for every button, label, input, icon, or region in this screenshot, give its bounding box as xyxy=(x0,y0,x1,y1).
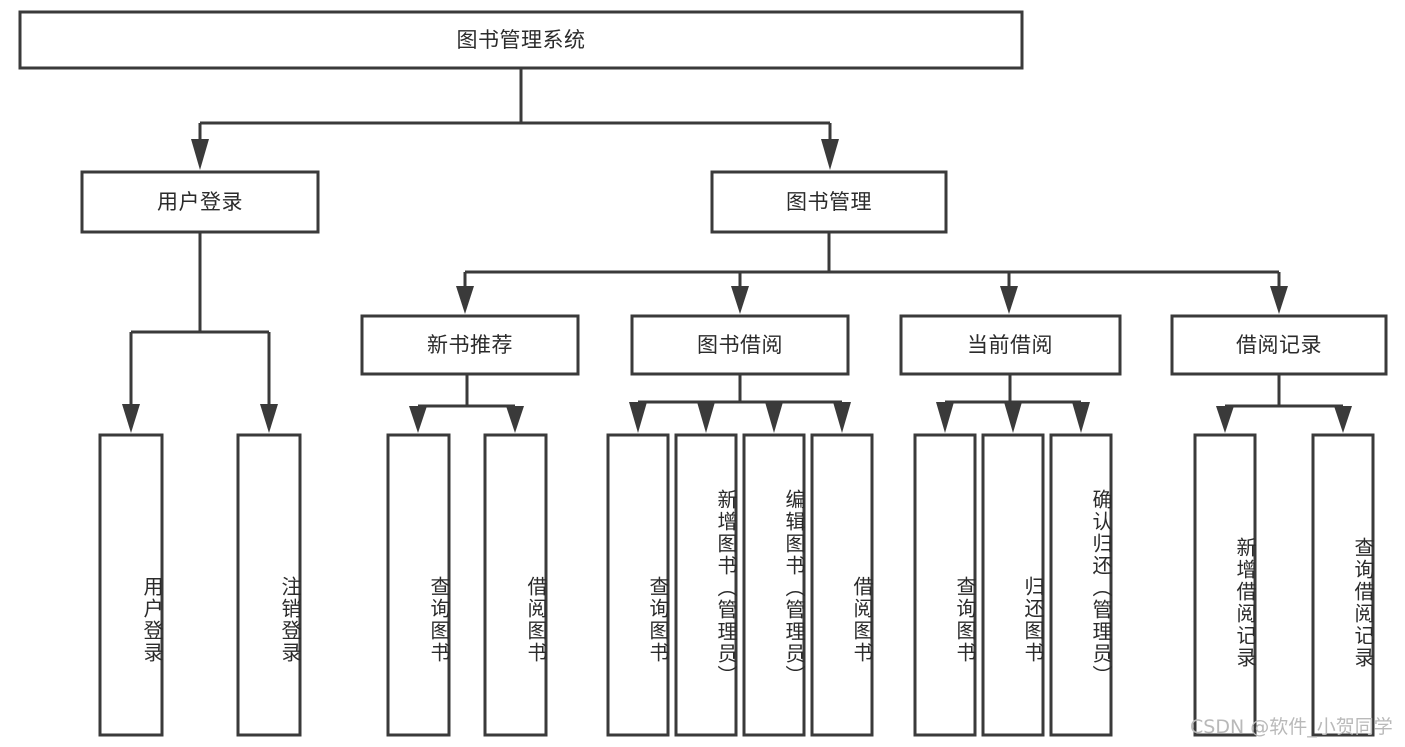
arrowhead-leaf-confirm-return xyxy=(1072,402,1090,433)
arrowhead-leaf-logout xyxy=(260,404,278,433)
node-leaf-add-book-box[interactable] xyxy=(674,433,738,737)
node-leaf-query-book-2-box[interactable] xyxy=(606,433,670,737)
node-current-borrow[interactable]: 当前借阅 xyxy=(899,314,1122,376)
arrowhead-book-borrow xyxy=(731,286,749,314)
node-book-borrow[interactable]: 图书借阅 xyxy=(630,314,850,376)
node-leaf-query-book-3-box[interactable] xyxy=(913,433,977,737)
node-book-manage-label: 图书管理 xyxy=(786,190,872,214)
node-book-borrow-box[interactable] xyxy=(630,314,850,376)
arrowhead-leaf-edit-book xyxy=(765,402,783,433)
node-book-manage[interactable]: 图书管理 xyxy=(710,170,948,234)
node-leaf-return-book-box[interactable] xyxy=(981,433,1045,737)
node-user-login-label: 用户登录 xyxy=(157,190,243,214)
node-current-borrow-box[interactable] xyxy=(899,314,1122,376)
arrowhead-leaf-user-login xyxy=(122,404,140,433)
node-root[interactable]: 图书管理系统 xyxy=(18,10,1024,70)
node-leaf-edit-book-box[interactable] xyxy=(742,433,806,737)
arrowhead-leaf-query-book-2 xyxy=(629,402,647,433)
arrowhead-leaf-query-book-1 xyxy=(409,406,427,433)
arrowhead-new-book-recommend xyxy=(456,286,474,314)
arrowhead-borrow-record xyxy=(1270,286,1288,314)
arrowhead-leaf-borrow-book-1 xyxy=(506,406,524,433)
node-user-login[interactable]: 用户登录 xyxy=(80,170,320,234)
arrowhead-book-manage xyxy=(821,139,839,170)
node-leaf-user-login-box[interactable] xyxy=(98,433,164,737)
node-leaf-logout-box[interactable] xyxy=(236,433,302,737)
node-borrow-record-box[interactable] xyxy=(1170,314,1388,376)
node-leaf-query-book-1-box[interactable] xyxy=(386,433,451,737)
leaf-boxes-layer xyxy=(98,433,1375,737)
node-borrow-record-label: 借阅记录 xyxy=(1236,333,1322,357)
arrowhead-user-login xyxy=(191,139,209,170)
node-leaf-add-record-box[interactable] xyxy=(1193,433,1257,737)
connector-layer xyxy=(122,68,1352,433)
node-current-borrow-label: 当前借阅 xyxy=(967,333,1053,357)
arrowhead-leaf-add-record xyxy=(1216,406,1234,433)
node-leaf-query-record-box[interactable] xyxy=(1311,433,1375,737)
node-root-box[interactable] xyxy=(18,10,1024,70)
node-root-label: 图书管理系统 xyxy=(457,28,586,52)
node-leaf-confirm-return-box[interactable] xyxy=(1049,433,1113,737)
node-new-book-recommend[interactable]: 新书推荐 xyxy=(360,314,580,376)
node-borrow-record[interactable]: 借阅记录 xyxy=(1170,314,1388,376)
arrowhead-current-borrow xyxy=(1000,286,1018,314)
node-book-borrow-label: 图书借阅 xyxy=(697,333,783,357)
arrowhead-leaf-borrow-book-2 xyxy=(833,402,851,433)
node-book-manage-box[interactable] xyxy=(710,170,948,234)
node-new-book-recommend-label: 新书推荐 xyxy=(427,333,513,357)
csdn-watermark: CSDN @软件_小贺同学 xyxy=(1190,716,1393,738)
arrowhead-leaf-query-record xyxy=(1334,406,1352,433)
arrowhead-leaf-query-book-3 xyxy=(936,402,954,433)
node-leaf-borrow-book-2-box[interactable] xyxy=(810,433,874,737)
node-user-login-box[interactable] xyxy=(80,170,320,234)
node-new-book-recommend-box[interactable] xyxy=(360,314,580,376)
arrowhead-leaf-add-book xyxy=(697,402,715,433)
node-leaf-borrow-book-1-box[interactable] xyxy=(483,433,548,737)
arrowhead-leaf-return-book xyxy=(1004,402,1022,433)
